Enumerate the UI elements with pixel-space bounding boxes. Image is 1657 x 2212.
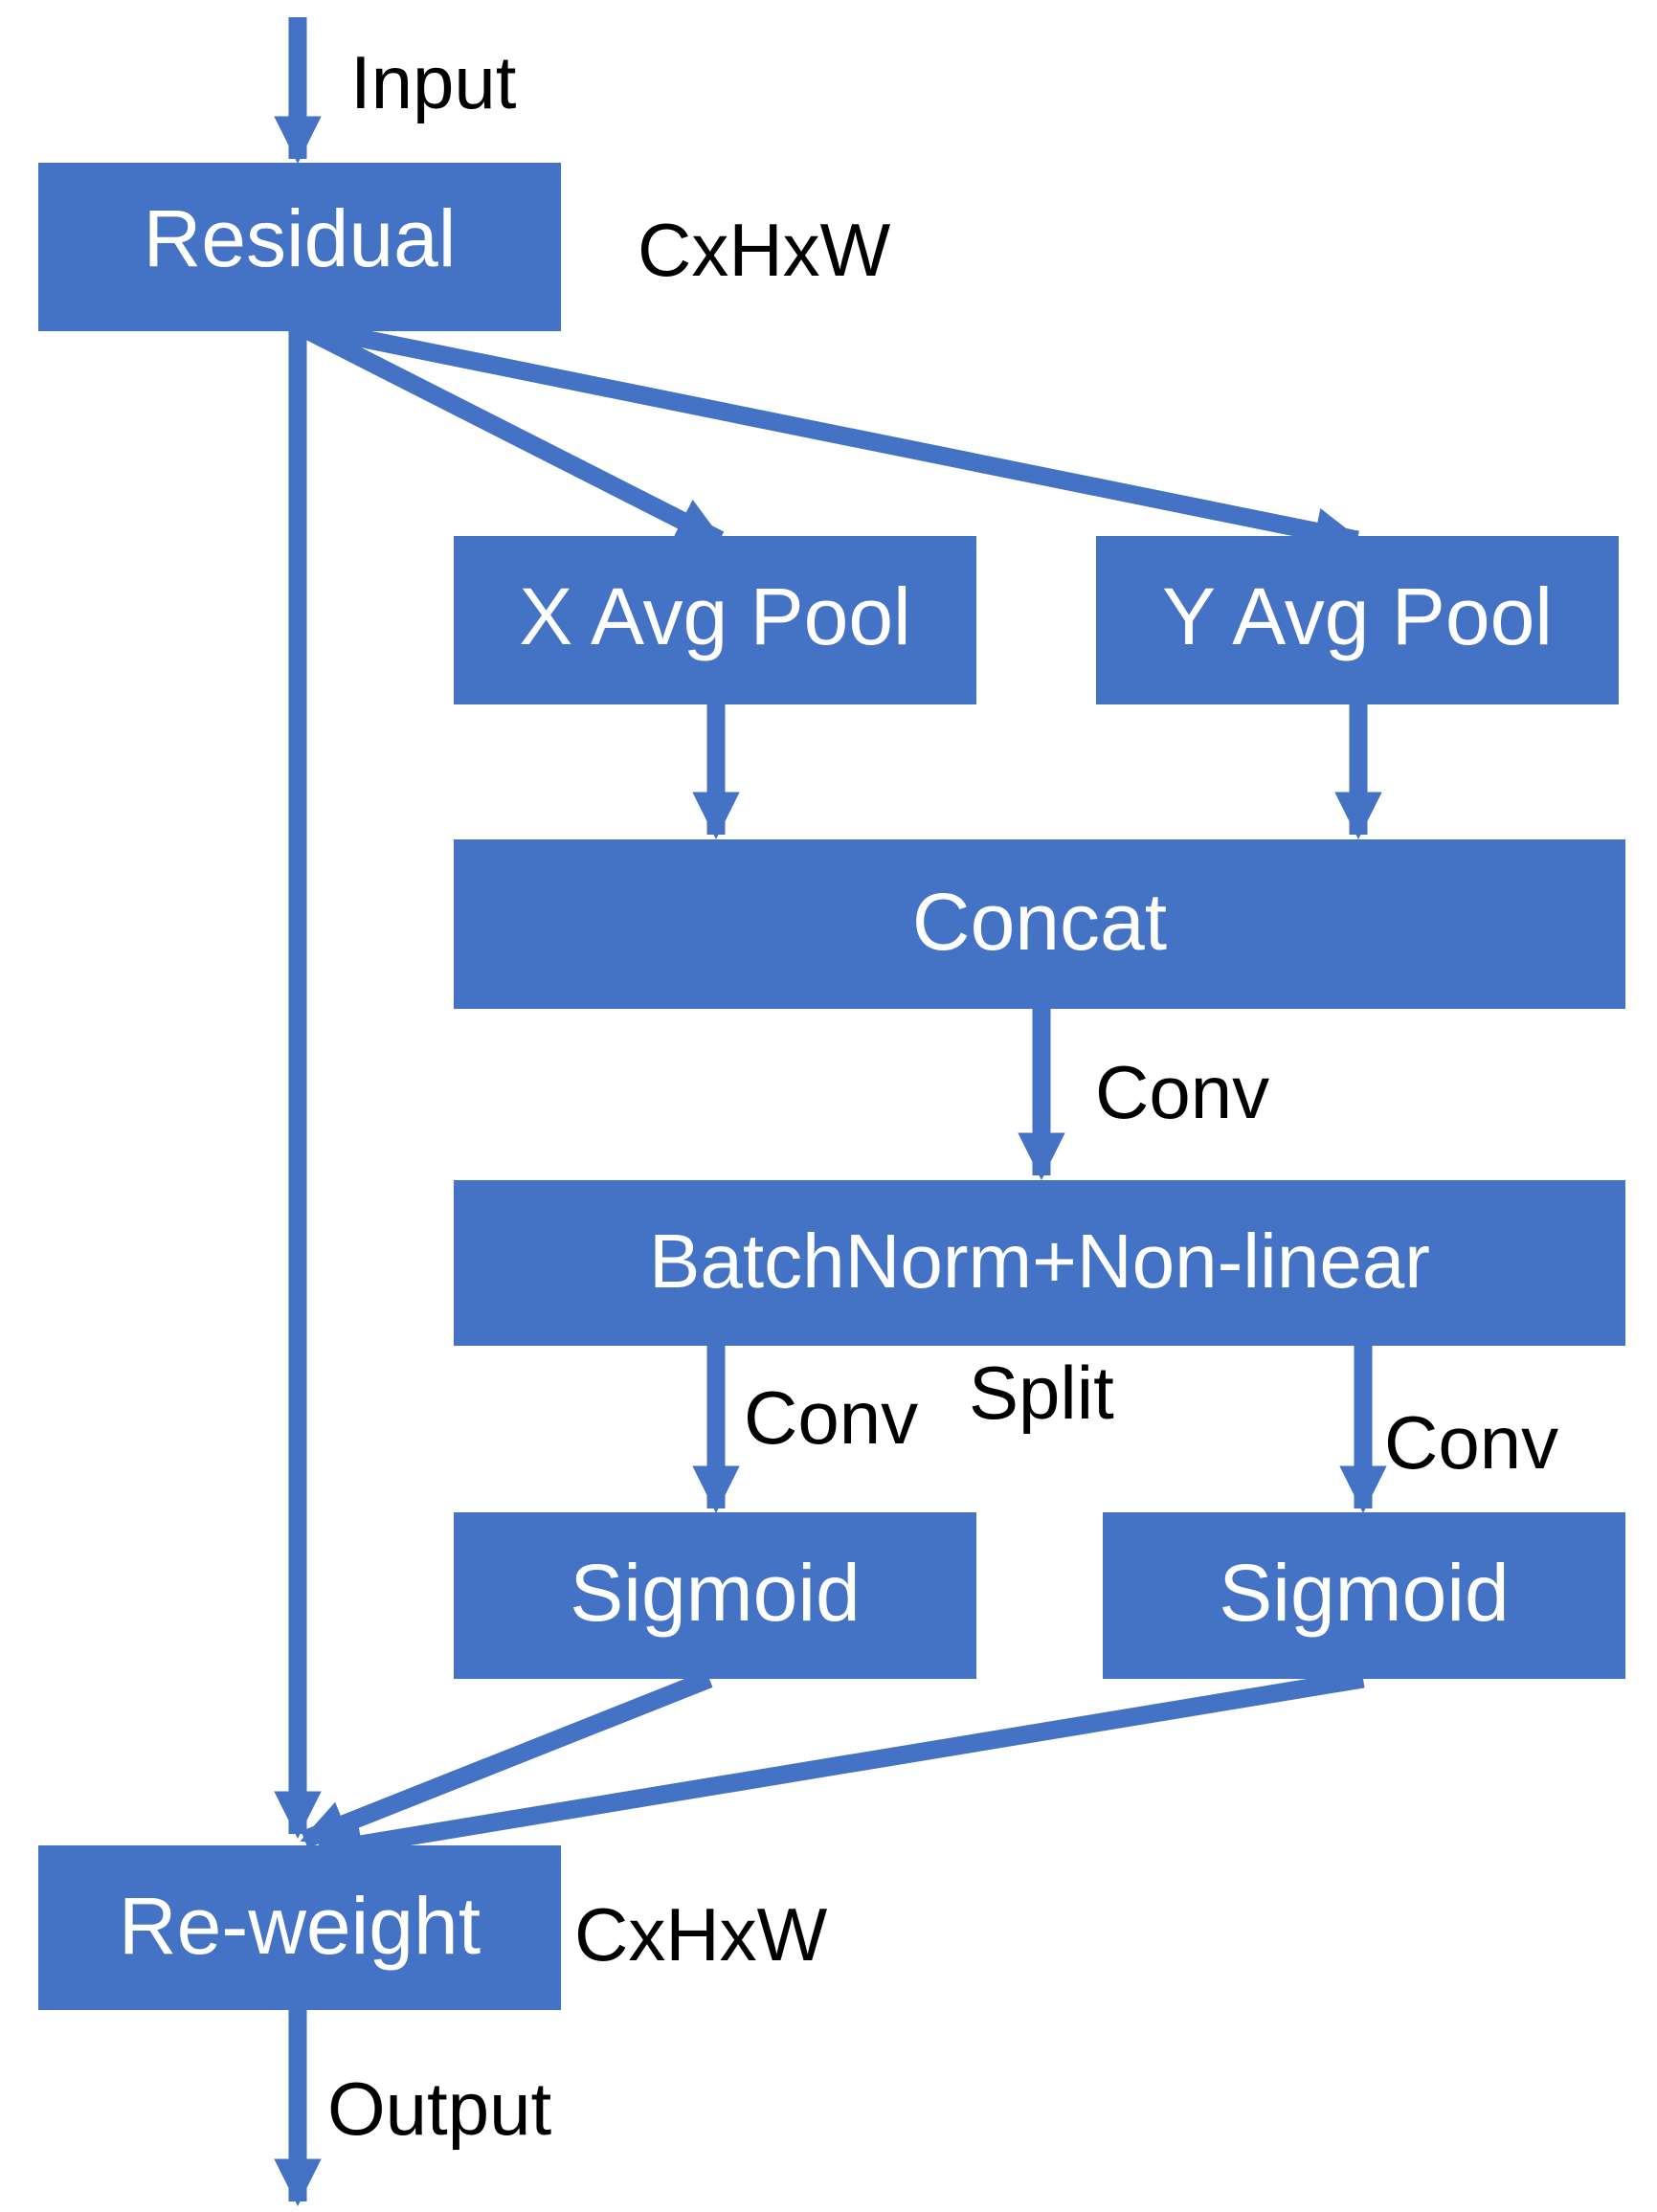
dims-bottom-label: CxHxW bbox=[574, 1892, 828, 1977]
reweight-box bbox=[38, 1845, 561, 2010]
concat-box bbox=[454, 839, 1625, 1009]
sigmoid-right-label: Sigmoid bbox=[1219, 1548, 1509, 1638]
conv-concat-label: Conv bbox=[1095, 1050, 1269, 1134]
boxes bbox=[38, 163, 1625, 2010]
sigmoid-left-box bbox=[454, 1512, 976, 1679]
reweight-label: Re-weight bbox=[119, 1881, 481, 1971]
sigmoid-right-box bbox=[1103, 1512, 1625, 1679]
residual-to-xpool-arrow bbox=[293, 317, 725, 548]
split-label: Split bbox=[969, 1351, 1114, 1435]
x-avg-pool-label: X Avg Pool bbox=[519, 571, 910, 661]
box-labels: Residual X Avg Pool Y Avg Pool Concat Ba… bbox=[119, 193, 1553, 1971]
sigmoid-left-to-reweight-arrow bbox=[300, 1670, 713, 1848]
conv-left-label: Conv bbox=[744, 1375, 918, 1460]
batchnorm-label: BatchNorm+Non-linear bbox=[649, 1218, 1430, 1304]
residual-to-ypool-arrow bbox=[296, 316, 1362, 555]
y-avg-pool-label: Y Avg Pool bbox=[1162, 571, 1553, 661]
x-avg-pool-box bbox=[454, 536, 976, 704]
y-avg-pool-box bbox=[1096, 536, 1619, 704]
sigmoid-right-to-reweight-arrow bbox=[315, 1669, 1365, 1868]
annotations: Input CxHxW Conv Conv Split Conv CxHxW O… bbox=[327, 40, 1558, 2151]
input-label: Input bbox=[350, 40, 517, 124]
output-label: Output bbox=[327, 2067, 551, 2151]
concat-label: Concat bbox=[912, 877, 1167, 967]
conv-right-label: Conv bbox=[1384, 1400, 1558, 1485]
batchnorm-box bbox=[454, 1180, 1625, 1346]
sigmoid-left-label: Sigmoid bbox=[570, 1548, 860, 1638]
residual-box bbox=[38, 163, 561, 331]
residual-label: Residual bbox=[144, 193, 457, 283]
arrows bbox=[274, 17, 1387, 2206]
dims-top-label: CxHxW bbox=[638, 208, 891, 292]
